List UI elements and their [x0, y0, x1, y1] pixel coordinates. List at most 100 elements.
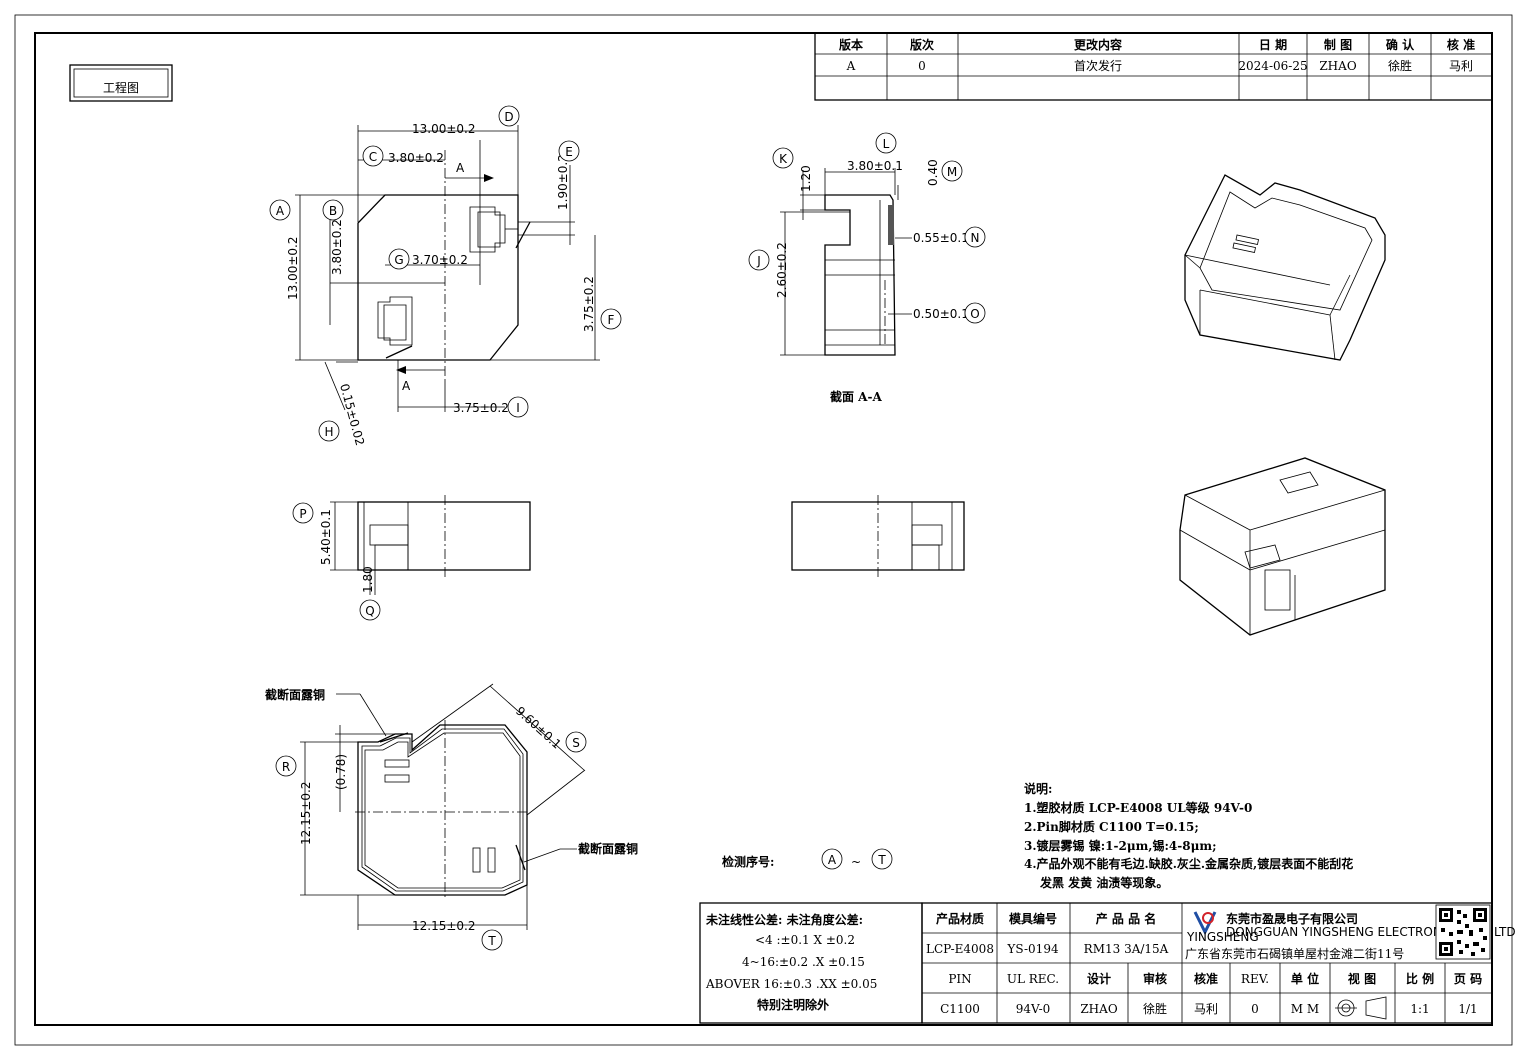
top-view-outline: [357, 194, 519, 361]
section-outline: [824, 194, 896, 356]
bottom-view-outline: [357, 724, 528, 896]
tb-approve-label: 核准: [1194, 971, 1218, 986]
balloon-r: R: [282, 760, 290, 774]
balloon-n: N: [971, 231, 980, 245]
inner-border: [34, 32, 1493, 1026]
dim-370: 3.70±0.2: [412, 253, 468, 267]
rev-header-edition: 版次: [910, 37, 934, 52]
title-badge: 工程图: [69, 64, 173, 102]
tb-rev-value: 0: [1251, 1002, 1259, 1016]
dim-375-bottom: 3.75±0.2: [453, 401, 509, 415]
outer-border: [14, 14, 1513, 1046]
dim-380-left: 3.80±0.2: [330, 219, 344, 275]
rev-value-date: 2024-06-25: [1238, 59, 1307, 73]
tb-review-value: 徐胜: [1143, 1001, 1167, 1016]
tb-name-value: RM13 3A/15A: [1084, 942, 1169, 956]
dim-040: 0.40: [926, 159, 940, 186]
dim-13-top: 13.00±0.2: [412, 122, 476, 136]
rev-header-confirm: 确 认: [1386, 37, 1415, 52]
inspection-sequence: 检测序号: A ~ T: [722, 848, 893, 870]
note-line-5: 发黑 发黄 油渍等现象。: [1039, 875, 1168, 890]
tolerance-line-4: ABOVER 16:±0.3 .XX ±0.05: [705, 977, 877, 991]
tb-name-label: 产 品 品 名: [1096, 911, 1157, 926]
tb-ul-label: UL REC.: [1007, 972, 1059, 986]
balloon-a: A: [276, 204, 285, 218]
dim-1300-left: 13.00±0.2: [286, 237, 300, 301]
note-line-4: 4.产品外观不能有毛边.缺胶.灰尘.金属杂质,镀层表面不能刮花: [1024, 856, 1353, 871]
notes-title: 说明:: [1024, 781, 1052, 796]
tb-pin-label: PIN: [948, 972, 971, 986]
balloon-g: G: [394, 253, 403, 267]
tb-mold-label: 模具编号: [1009, 911, 1057, 926]
rev-value-confirm: 徐胜: [1388, 58, 1412, 73]
note-line-1: 1.塑胶材质 LCP-E4008 UL等级 94V-0: [1024, 800, 1252, 815]
tolerance-block: 未注线性公差: 未注角度公差: <4 :±0.1 X ±0.2 4~16:±0.…: [699, 902, 923, 1024]
bottom-pin-pocket: [377, 296, 413, 346]
title-block: 产品材质 模具编号 产 品 品 名 LCP-E4008 YS-0194 RM13…: [921, 902, 1516, 1024]
rev-value-drawn: ZHAO: [1319, 59, 1356, 73]
qr-code-icon: [1435, 904, 1491, 960]
rev-header-change: 更改内容: [1074, 37, 1122, 52]
dim-015: 0.15±0.02: [337, 382, 367, 447]
copper-note-right: 截断面露铜: [578, 841, 638, 856]
inspection-tilde: ~: [851, 855, 861, 869]
tb-scale-value: 1:1: [1410, 1002, 1429, 1016]
dim-375-right: 3.75±0.2: [582, 276, 596, 332]
tb-review-label: 审核: [1143, 971, 1167, 986]
top-view: A A 13.00±0.2 3.80±0.2 3.70±0.2 3.75±0.2…: [286, 122, 600, 447]
rev-header-approve: 核 准: [1447, 37, 1475, 52]
balloon-o: O: [970, 307, 979, 321]
balloon-j: J: [756, 254, 761, 268]
balloons: D C E A B G F I H L K M N J O P Q R S T: [269, 105, 986, 951]
inspection-label: 检测序号:: [722, 854, 774, 869]
notes: 说明: 1.塑胶材质 LCP-E4008 UL等级 94V-0 2.Pin脚材质…: [1024, 781, 1353, 890]
section-title: 截面 A-A: [830, 389, 882, 404]
logo-text: YINGSHENG: [1186, 930, 1259, 944]
tb-page-value: 1/1: [1458, 1002, 1477, 1016]
balloon-b: B: [329, 204, 337, 218]
tb-design-value: ZHAO: [1080, 1002, 1117, 1016]
balloon-k: K: [779, 152, 788, 166]
rev-header-date: 日 期: [1259, 37, 1287, 52]
iso-view-open: [1184, 174, 1386, 361]
tb-unit-label: 单 位: [1291, 971, 1319, 986]
tb-rev-label: REV.: [1241, 972, 1269, 986]
company-logo: YINGSHENG: [1186, 911, 1259, 944]
balloon-m: M: [947, 165, 957, 179]
front-view-right: [791, 495, 965, 577]
copper-note-top: 截断面露铜: [265, 687, 325, 702]
tb-material-value: LCP-E4008: [926, 942, 994, 956]
top-pin-pocket: [469, 206, 506, 253]
section-view: 1.20 3.80±0.1 0.40 0.55±0.1 2.60±0.2 0.5…: [775, 159, 969, 404]
balloon-e: E: [565, 145, 573, 159]
dim-260: 2.60±0.2: [775, 242, 789, 298]
balloon-t: T: [487, 934, 496, 948]
balloon-q: Q: [365, 604, 374, 618]
balloon-i: I: [516, 401, 520, 415]
tb-material-label: 产品材质: [936, 911, 984, 926]
tb-approve-value: 马利: [1194, 1002, 1218, 1016]
iso-view-closed: [1179, 457, 1386, 636]
dim-055: 0.55±0.1: [913, 231, 969, 245]
tb-view-label: 视 图: [1348, 971, 1376, 986]
front-view-left: 5.40±0.1 1.80: [319, 495, 531, 595]
rev-header-version: 版本: [839, 37, 863, 52]
rev-value-change: 首次发行: [1074, 58, 1122, 73]
dim-540: 5.40±0.1: [319, 509, 333, 565]
rev-header-drawn: 制 图: [1324, 37, 1352, 52]
note-line-3: 3.镀层雾锡 镍:1-2μm,锡:4-8μm;: [1024, 838, 1217, 853]
tb-page-label: 页 码: [1454, 972, 1482, 986]
rev-value-approve: 马利: [1449, 59, 1473, 73]
rev-value-version: A: [846, 59, 856, 73]
company-name-cn: 东莞市盈晟电子有限公司: [1226, 911, 1358, 926]
tb-ul-value: 94V-0: [1016, 1002, 1051, 1016]
balloon-f: F: [608, 313, 615, 327]
tolerance-line-3: 4~16:±0.2 .X ±0.15: [742, 955, 865, 969]
dim-078: (0.78): [334, 754, 348, 790]
section-marker-top: A: [456, 161, 465, 175]
dim-180: 1.80: [361, 566, 375, 593]
tb-pin-value: C1100: [940, 1002, 980, 1016]
dim-1215-bottom: 12.15±0.2: [412, 919, 476, 933]
tb-design-label: 设计: [1087, 971, 1111, 986]
